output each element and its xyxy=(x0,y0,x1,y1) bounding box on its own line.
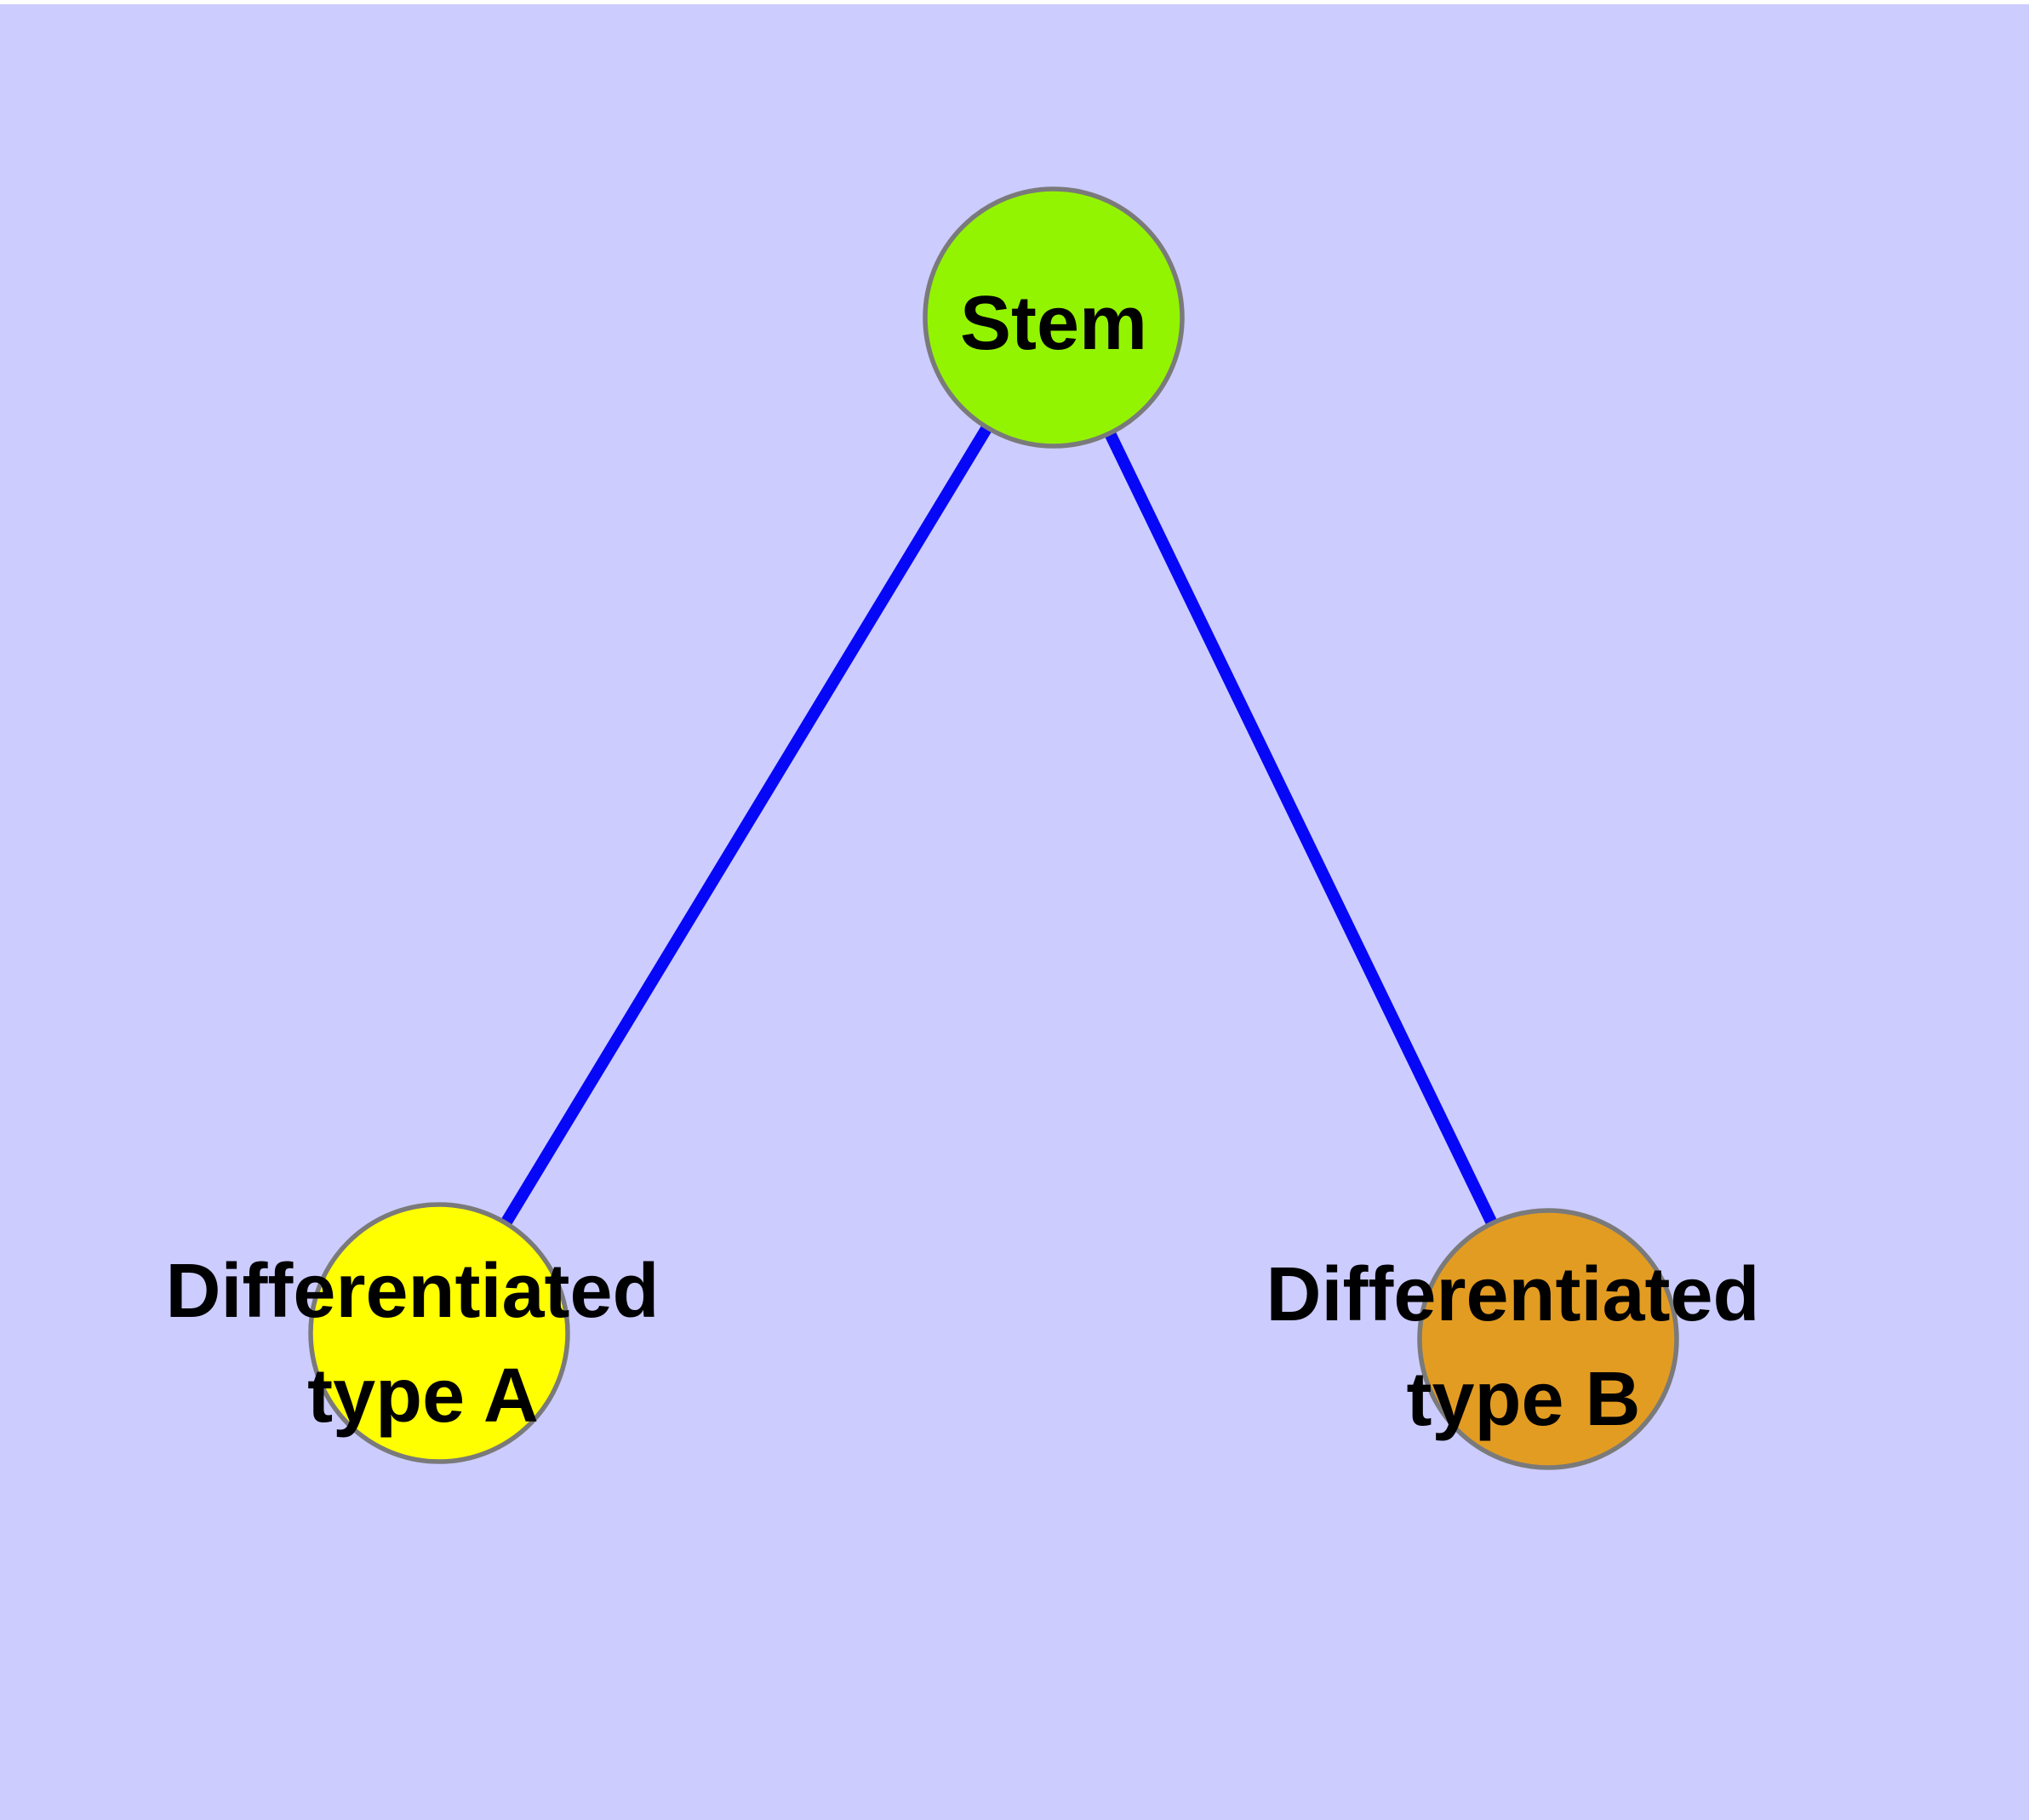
type-b-node-label: Differentiated type B xyxy=(1266,1252,1780,1442)
type-a-label-line2: type A xyxy=(307,1354,539,1439)
edge-stem-to-type-b xyxy=(1104,430,1498,1227)
type-a-node-label: Differentiated type A xyxy=(165,1249,680,1439)
stem-node-label: Stem xyxy=(960,281,1147,366)
edge-stem-to-type-a xyxy=(500,424,992,1227)
type-b-node xyxy=(1417,1208,1679,1470)
stem-node xyxy=(923,186,1185,449)
type-a-label-line1: Differentiated xyxy=(165,1249,659,1334)
type-b-label-line1: Differentiated xyxy=(1266,1252,1759,1337)
type-b-label-line2: type B xyxy=(1406,1357,1640,1442)
type-a-node xyxy=(308,1202,570,1464)
